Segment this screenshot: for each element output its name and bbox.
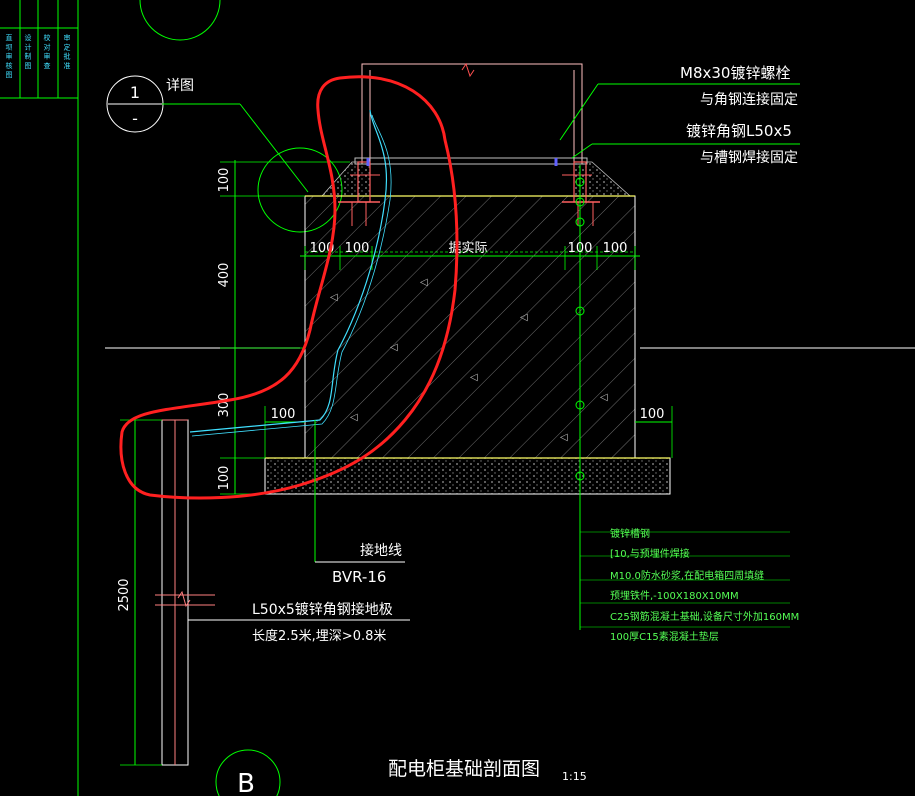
svg-text:◁: ◁ (600, 392, 608, 403)
dim-actual: 据实际 (448, 241, 487, 256)
legend-note-2: [10,与预埋件焊接 (610, 547, 690, 560)
dim-h300: 300 (217, 393, 232, 418)
ground-wire-name: 接地线 (360, 542, 402, 559)
ground-wire-path-2 (191, 114, 392, 437)
drawing-title: 配电柜基础剖面图 1:15 (388, 758, 587, 783)
strip-col1: 直 坝 审 核 图 (5, 33, 13, 79)
left-title-strip: 直 坝 审 核 图 设 计 制 图 校 对 审 查 审 定 批 准 (0, 0, 79, 796)
dim-left-step: 100 (271, 407, 296, 422)
top-note: M8x30镀锌螺栓 与角钢连接固定 镀锌角钢L50x5 与槽钢焊接固定 (559, 64, 800, 166)
grid-bubble: B (215, 749, 281, 796)
ground-wire-path (189, 109, 387, 433)
dim-h100-top: 100 (217, 168, 232, 193)
grid-bubble-label: B (237, 769, 255, 796)
dim-right-step: 100 (640, 407, 665, 422)
detail-sheet: - (132, 109, 138, 128)
dim-h2500: 2500 (117, 578, 132, 611)
legend-note-3: M10.0防水砂浆,在配电箱四周填缝 (610, 569, 764, 582)
strip-col4: 审 定 批 准 (63, 33, 71, 70)
detail-callout: 1 - 详图 (106, 75, 343, 233)
legend-note-4: 预埋铁件,-100X180X10MM (610, 589, 739, 602)
title-scale: 1:15 (562, 770, 587, 783)
dim-w100-d: 100 (603, 241, 628, 256)
title-main: 配电柜基础剖面图 (388, 758, 540, 780)
dim-w100-a: 100 (310, 241, 335, 256)
dim-w100-b: 100 (345, 241, 370, 256)
top-bubble-arc (139, 0, 221, 41)
bedding-layer (264, 457, 671, 495)
strip-col3: 校 对 审 查 (43, 33, 51, 69)
top-note-line4: 与槽钢焊接固定 (700, 149, 798, 166)
svg-text:◁: ◁ (420, 277, 428, 288)
ground-wire-spec: BVR-16 (332, 568, 386, 586)
svg-text:◁: ◁ (560, 432, 568, 443)
legend-note-5: C25钢筋混凝土基础,设备尺寸外加160MM (610, 610, 799, 623)
strip-col2: 设 计 制 图 (24, 33, 32, 70)
legend-notes: 镀锌槽钢 [10,与预埋件焊接 M10.0防水砂浆,在配电箱四周填缝 预埋铁件,… (580, 527, 799, 643)
svg-text:◁: ◁ (520, 312, 528, 323)
svg-text:◁: ◁ (350, 412, 358, 423)
svg-text:◁: ◁ (390, 342, 398, 353)
svg-text:◁: ◁ (330, 292, 338, 303)
top-note-line1: M8x30镀锌螺栓 (680, 64, 790, 82)
detail-number: 1 (130, 83, 140, 102)
leader-centerline (575, 165, 585, 630)
dim-h100-bottom: 100 (217, 466, 232, 491)
svg-text:◁: ◁ (470, 372, 478, 383)
top-note-line2: 与角钢连接固定 (700, 91, 798, 108)
horizontal-dimensions: 100 100 据实际 100 100 (300, 241, 640, 270)
ground-wire-label: 接地线 BVR-16 (314, 420, 405, 586)
ground-electrode-spec: L50x5镀锌角钢接地极 (252, 601, 393, 618)
ground-electrode: 2500 (117, 419, 215, 766)
ground-electrode-label: L50x5镀锌角钢接地极 长度2.5米,埋深>0.8米 (188, 601, 410, 644)
detail-label: 详图 (166, 78, 194, 94)
legend-note-6: 100厚C15素混凝土垫层 (610, 630, 719, 643)
legend-note-1: 镀锌槽钢 (610, 527, 650, 540)
cabinet-outline (354, 62, 588, 165)
ground-electrode-note: 长度2.5米,埋深>0.8米 (252, 628, 386, 644)
dim-w100-c: 100 (568, 241, 593, 256)
top-note-line3: 镀锌角钢L50x5 (686, 122, 792, 140)
red-markup-outline (119, 75, 459, 500)
dim-h400: 400 (217, 263, 232, 288)
